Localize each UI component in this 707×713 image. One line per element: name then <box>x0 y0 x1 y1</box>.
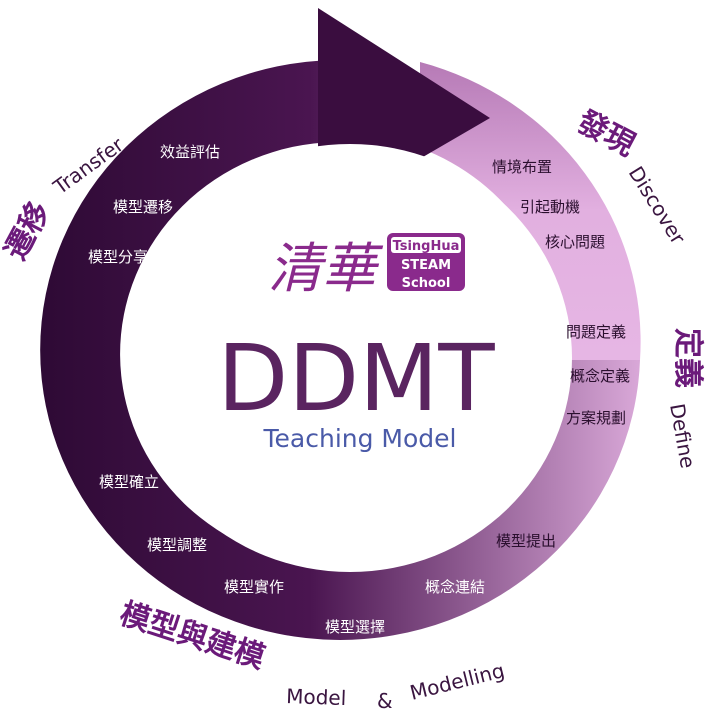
step-model-4: 模型實作 <box>224 578 284 596</box>
step-model-3: 模型選擇 <box>325 618 385 636</box>
model-title: DDMT <box>217 325 495 432</box>
logo-badge: TsingHua STEAM School <box>387 233 465 291</box>
logo-badge-line-3: School <box>402 276 451 291</box>
step-discover-1: 情境布置 <box>492 158 552 176</box>
stage-model-en-amp: & <box>377 689 393 713</box>
cycle-ring-right <box>420 62 641 360</box>
stage-transfer-zh: 遷移 <box>0 196 57 265</box>
step-model-1: 模型提出 <box>496 532 556 550</box>
step-transfer-3: 效益評估 <box>160 143 220 161</box>
logo-badge-line-1: TsingHua <box>393 239 460 254</box>
step-model-2: 概念連結 <box>425 578 485 596</box>
stage-discover-en: Discover <box>624 162 691 249</box>
logo-chinese: 清華 <box>268 237 384 300</box>
model-subtitle: Teaching Model <box>263 424 457 453</box>
step-model-6: 模型確立 <box>99 473 159 491</box>
step-discover-2: 引起動機 <box>520 198 580 216</box>
stage-define-en: Define <box>665 402 700 470</box>
stage-model-en-2: Modelling <box>407 658 506 705</box>
stage-model-en: Model <box>286 684 347 710</box>
step-define-3: 方案規劃 <box>566 409 626 427</box>
step-transfer-2: 模型遷移 <box>113 198 173 216</box>
stage-define-zh: 定義 <box>670 328 705 388</box>
step-discover-3: 核心問題 <box>545 233 605 251</box>
step-define-1: 問題定義 <box>566 323 626 341</box>
step-define-2: 概念定義 <box>570 367 630 385</box>
logo-badge-line-2: STEAM <box>401 258 451 273</box>
step-model-5: 模型調整 <box>147 536 207 554</box>
stage-discover-zh: 發現 <box>570 104 640 164</box>
step-transfer-1: 模型分享 <box>88 248 148 266</box>
